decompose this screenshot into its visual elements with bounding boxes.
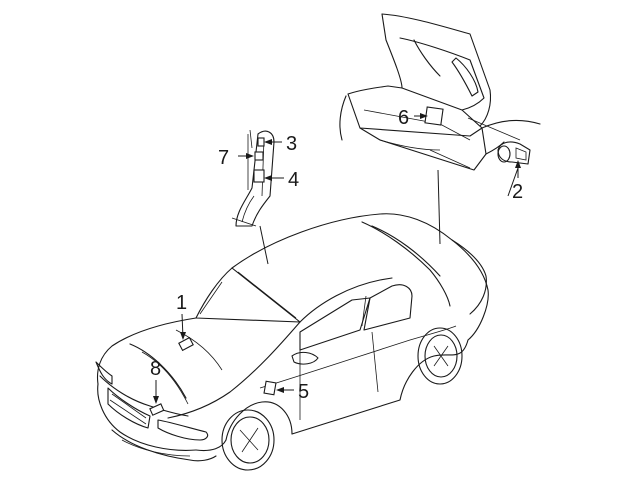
- trunk-leader-line: [437, 169, 441, 245]
- callout-6-number: 6: [398, 107, 409, 129]
- part-8-label: [149, 403, 165, 416]
- callout-5: 5: [276, 381, 309, 403]
- pillar-leader-line: [259, 225, 269, 265]
- callout-5-number: 5: [298, 381, 309, 403]
- callout-2: 2: [507, 160, 523, 203]
- part-1-label: [178, 336, 194, 352]
- callout-1-number: 1: [176, 292, 187, 314]
- callout-8-number: 8: [150, 358, 161, 380]
- pillar-trim-detail: [231, 129, 275, 227]
- callout-3: 3: [264, 133, 297, 155]
- callout-4-number: 4: [288, 169, 299, 191]
- callout-3-number: 3: [286, 133, 297, 155]
- callout-7: 7: [218, 147, 254, 169]
- part-5-label: [263, 380, 277, 396]
- callout-7-number: 7: [218, 147, 229, 169]
- callout-2-number: 2: [512, 181, 523, 203]
- car-illustration: [95, 213, 489, 471]
- callout-8: 8: [150, 358, 161, 404]
- callout-1: 1: [176, 292, 187, 340]
- callout-6: 6: [398, 107, 428, 129]
- trunk-detail: [339, 13, 541, 171]
- callout-4: 4: [264, 169, 299, 191]
